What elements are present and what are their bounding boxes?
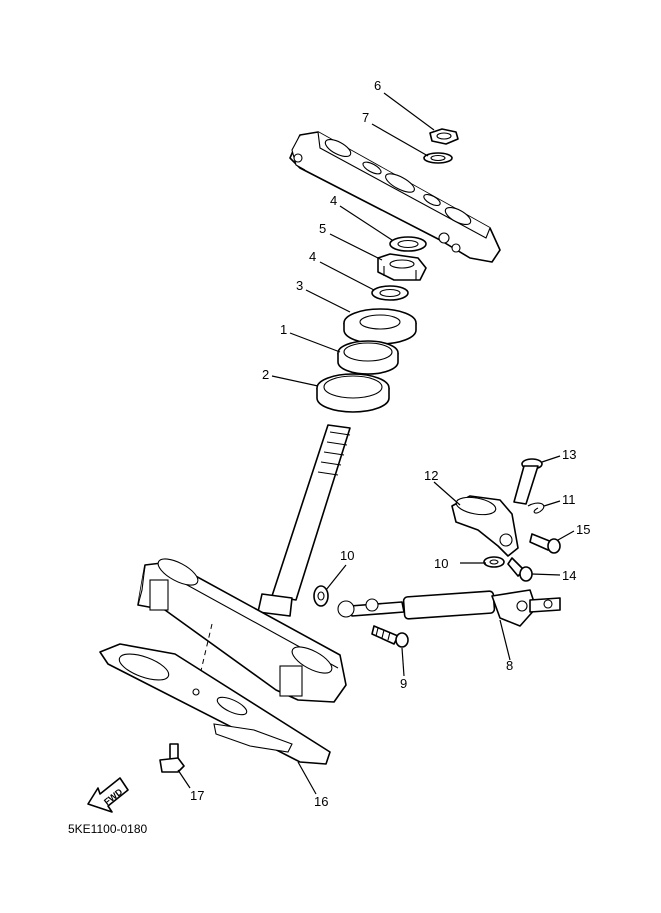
part-7-washer xyxy=(423,152,453,164)
callout-2: 2 xyxy=(262,367,269,382)
upper-bracket xyxy=(289,131,501,263)
callout-17: 17 xyxy=(190,788,204,803)
part-8-steering-damper xyxy=(337,589,561,627)
callout-10-right: 10 xyxy=(434,556,448,571)
callout-4-lower: 4 xyxy=(309,249,316,264)
diagram-code: 5KE1100-0180 xyxy=(68,822,148,836)
callout-6: 6 xyxy=(374,78,381,93)
lower-bracket xyxy=(137,558,347,703)
part-13-pin xyxy=(513,458,543,505)
callout-3: 3 xyxy=(296,278,303,293)
part-12-bracket xyxy=(451,495,519,557)
callout-13: 13 xyxy=(562,447,576,462)
callout-15: 15 xyxy=(576,522,590,537)
fwd-arrow-icon: FWD xyxy=(87,777,129,813)
part-4-washer-upper xyxy=(389,236,427,252)
callout-12: 12 xyxy=(424,468,438,483)
part-10-washer-left xyxy=(313,585,329,607)
callout-14: 14 xyxy=(562,568,576,583)
part-10-washer-right xyxy=(483,556,505,568)
callout-1: 1 xyxy=(280,322,287,337)
steering-stem xyxy=(257,424,351,617)
callout-10-left: 10 xyxy=(340,548,354,563)
part-15-bolt xyxy=(529,533,561,554)
part-16-plate xyxy=(99,643,331,765)
part-4-washer-lower xyxy=(371,285,409,301)
part-5-ring-nut xyxy=(377,253,427,281)
callout-8: 8 xyxy=(506,658,513,673)
part-3-seal xyxy=(343,308,417,345)
callout-4-upper: 4 xyxy=(330,193,337,208)
part-11-clip xyxy=(527,502,545,514)
callout-7: 7 xyxy=(362,110,369,125)
callout-11: 11 xyxy=(562,492,576,507)
part-2-bearing xyxy=(316,373,390,413)
part-14-bolt xyxy=(507,557,533,582)
callout-9: 9 xyxy=(400,676,407,691)
callout-5: 5 xyxy=(319,221,326,236)
callout-16: 16 xyxy=(314,794,328,809)
part-9-bolt xyxy=(371,625,409,648)
part-6-nut xyxy=(429,128,459,145)
part-17-bolt xyxy=(159,743,185,773)
leader-lines xyxy=(177,92,575,795)
part-1-bearing xyxy=(337,340,399,375)
callout-labels: 6 7 4 5 4 3 1 2 13 12 11 15 10 10 14 8 9… xyxy=(190,78,590,809)
